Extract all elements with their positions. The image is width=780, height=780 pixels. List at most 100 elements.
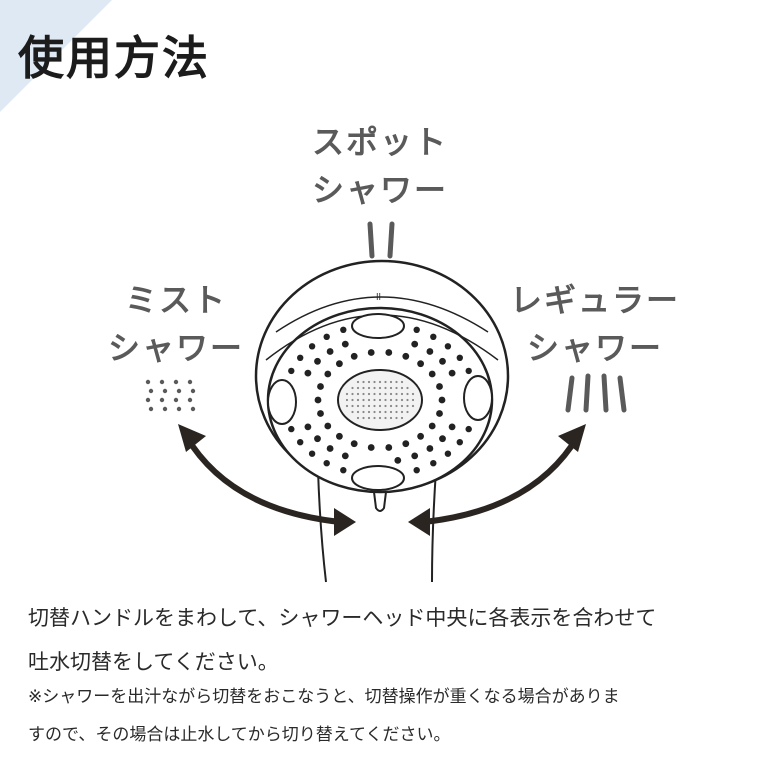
spray-nozzle bbox=[385, 444, 393, 451]
center-nozzle bbox=[351, 386, 354, 390]
center-nozzle bbox=[378, 392, 382, 396]
center-nozzle bbox=[406, 410, 409, 414]
spray-nozzle bbox=[314, 396, 322, 404]
center-nozzle bbox=[356, 398, 360, 402]
center-nozzle bbox=[373, 410, 376, 414]
spray-nozzle bbox=[308, 343, 316, 350]
center-nozzle bbox=[351, 392, 354, 396]
spray-nozzle bbox=[417, 360, 424, 368]
center-nozzle bbox=[389, 416, 393, 420]
spray-nozzle bbox=[402, 440, 410, 448]
center-nozzle bbox=[389, 386, 393, 390]
center-nozzle bbox=[356, 410, 360, 414]
center-nozzle bbox=[384, 380, 387, 384]
center-nozzle bbox=[378, 398, 382, 402]
center-nozzle bbox=[345, 392, 349, 396]
regular-shower-label-line2: シャワー bbox=[526, 329, 663, 367]
spray-nozzle bbox=[308, 450, 316, 457]
note-line-1: ※シャワーを出汁ながら切替をおこなうと、切替操作が重くなる場合がありま bbox=[28, 687, 620, 707]
center-nozzle bbox=[389, 410, 393, 414]
center-nozzle bbox=[395, 392, 398, 396]
spray-nozzle bbox=[385, 349, 393, 356]
center-nozzle bbox=[351, 410, 354, 414]
shower-nozzle-tip bbox=[373, 491, 387, 512]
spray-nozzle bbox=[411, 452, 419, 460]
spray-nozzle bbox=[340, 326, 347, 333]
center-nozzle bbox=[406, 386, 409, 390]
spot-shower-label-line2: シャワー bbox=[311, 171, 448, 209]
spray-nozzle bbox=[456, 354, 463, 361]
spray-nozzles bbox=[288, 326, 472, 474]
spray-nozzle bbox=[413, 326, 420, 333]
mist-dot bbox=[159, 379, 165, 385]
rotate-left-arrow bbox=[178, 424, 356, 536]
center-nozzle bbox=[389, 380, 393, 384]
spray-nozzle bbox=[288, 367, 295, 375]
spray-nozzle bbox=[444, 450, 452, 457]
rotate-right-arrow bbox=[408, 424, 586, 536]
center-nozzle bbox=[373, 386, 376, 390]
spray-nozzle bbox=[439, 357, 446, 365]
center-nozzle bbox=[367, 380, 371, 384]
center-nozzle bbox=[395, 416, 398, 420]
mist-dot bbox=[162, 406, 168, 412]
center-nozzle bbox=[356, 404, 360, 408]
center-nozzle bbox=[411, 392, 415, 396]
center-nozzle bbox=[384, 398, 387, 402]
note-text: ※シャワーを出汁ながら切替をおこなうと、切替操作が重くなる場合がありま すので、… bbox=[28, 678, 758, 754]
spray-nozzle bbox=[324, 370, 332, 378]
center-nozzle bbox=[395, 398, 398, 402]
spray-nozzle bbox=[340, 467, 347, 474]
center-nozzle bbox=[356, 392, 360, 396]
instruction-line-2: 吐水切替をしてください。 bbox=[28, 650, 279, 674]
mist-shower-label-line2: シャワー bbox=[107, 329, 244, 367]
center-nozzle bbox=[378, 386, 382, 390]
spray-nozzle bbox=[417, 432, 424, 440]
center-nozzle bbox=[362, 380, 365, 384]
center-nozzle bbox=[362, 392, 365, 396]
mist-dot bbox=[173, 379, 179, 385]
center-mist-nozzles bbox=[345, 380, 415, 420]
spray-nozzle bbox=[428, 370, 436, 378]
center-nozzle bbox=[362, 404, 365, 408]
spray-nozzle bbox=[367, 444, 375, 451]
spray-nozzle bbox=[323, 333, 330, 340]
spray-nozzle bbox=[430, 333, 437, 340]
center-nozzle bbox=[389, 404, 393, 408]
page-title: 使用方法 bbox=[18, 31, 210, 85]
spray-nozzle bbox=[426, 348, 434, 355]
center-nozzle bbox=[356, 380, 360, 384]
spray-nozzle bbox=[444, 343, 452, 350]
spray-nozzle bbox=[411, 340, 419, 348]
center-nozzle bbox=[406, 392, 409, 396]
spray-nozzle bbox=[341, 340, 349, 348]
spray-nozzle bbox=[326, 348, 334, 355]
center-nozzle bbox=[378, 380, 382, 384]
spray-nozzle bbox=[367, 349, 375, 356]
center-nozzle bbox=[367, 398, 371, 402]
center-nozzle bbox=[400, 416, 404, 420]
center-nozzle bbox=[362, 398, 365, 402]
center-nozzle bbox=[367, 392, 371, 396]
mist-dot bbox=[145, 397, 151, 403]
spray-nozzle bbox=[317, 383, 324, 390]
mist-dot bbox=[159, 397, 165, 403]
center-nozzle bbox=[373, 404, 376, 408]
spray-nozzle bbox=[288, 425, 295, 433]
spray-nozzle bbox=[448, 369, 456, 377]
spray-nozzle bbox=[314, 435, 321, 443]
mist-shower-label-line1: ミスト bbox=[124, 281, 227, 319]
instruction-line-1: 切替ハンドルをまわして、シャワーヘッド中央に各表示を合わせて bbox=[28, 606, 657, 630]
spray-nozzle bbox=[413, 467, 420, 474]
mist-dot bbox=[190, 388, 196, 394]
spray-nozzle bbox=[336, 360, 343, 368]
spray-nozzle bbox=[439, 435, 446, 443]
center-nozzle bbox=[362, 410, 365, 414]
mist-dot bbox=[176, 388, 182, 394]
center-nozzle bbox=[411, 404, 415, 408]
center-nozzle bbox=[367, 416, 371, 420]
spray-nozzle bbox=[430, 460, 437, 467]
mist-dot bbox=[187, 379, 193, 385]
center-nozzle bbox=[389, 398, 393, 402]
